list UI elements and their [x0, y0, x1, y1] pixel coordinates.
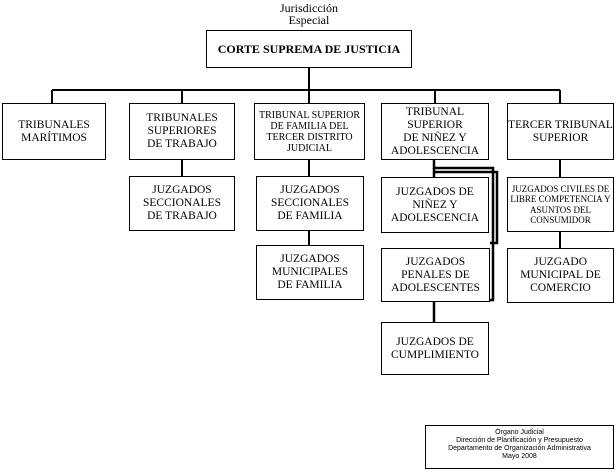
corte-suprema-label: CORTE SUPREMA DE JUSTICIA: [217, 41, 401, 56]
box-line: JUDICIAL: [287, 142, 332, 154]
box-line: SUPERIOR: [532, 131, 589, 144]
box-line: DE TRABAJO: [147, 138, 217, 150]
box-line: MUNICIPALES: [271, 266, 349, 278]
box-line: DE FAMILIA: [277, 279, 343, 291]
box-line: MARÍTIMOS: [21, 131, 87, 144]
box-line: ADOLESCENCIA: [390, 144, 480, 157]
box-line: TERCER TRIBUNAL: [508, 118, 613, 131]
tribunal-superior-familia-box: TRIBUNAL SUPERIOR DE FAMILIA DEL TERCER …: [254, 103, 365, 160]
footer-line: Mayo 2008: [502, 453, 537, 460]
box-line: TRIBUNAL SUPERIOR: [258, 109, 361, 121]
box-line: CUMPLIMIENTO: [391, 348, 479, 361]
box-line: JUZGADOS: [280, 253, 340, 265]
box-line: ASUNTOS DEL: [529, 204, 592, 215]
connector-col4-outer: [432, 160, 495, 322]
box-line: NIÑEZ Y: [412, 198, 458, 211]
box-line: TRIBUNALES: [18, 118, 90, 131]
box-line: DE FAMILIA: [277, 210, 343, 222]
box-line: CONSUMIDOR: [530, 215, 591, 225]
box-line: TRIBUNAL: [405, 105, 465, 118]
box-line: SUPERIOR: [407, 118, 463, 131]
box-line: JUZGADOS CIVILES DE: [511, 183, 610, 194]
juzgados-ninez-adolescencia-box: JUZGADOS DE NIÑEZ Y ADOLESCENCIA: [381, 177, 489, 233]
juzgados-seccionales-trabajo-box: JUZGADOS SECCIONALES DE TRABAJO: [129, 176, 235, 231]
footer-line: Dirección de Planificación y Presupuesto: [456, 437, 583, 444]
juzgados-seccionales-familia-box: JUZGADOS SECCIONALES DE FAMILIA: [256, 176, 364, 231]
box-line: SECCIONALES: [143, 197, 221, 209]
box-line: TRIBUNALES: [146, 112, 218, 124]
jurisdiction-label-line2: Especial: [288, 13, 330, 27]
box-line: JUZGADO: [533, 256, 588, 268]
jurisdiction-label: Jurisdicción Especial: [262, 2, 356, 26]
juzgado-municipal-comercio-box: JUZGADO MUNICIPAL DE COMERCIO: [507, 248, 614, 303]
box-line: DE TRABAJO: [147, 210, 217, 222]
juzgados-civiles-box: JUZGADOS CIVILES DE LIBRE COMPETENCIA Y …: [507, 177, 614, 232]
tribunal-superior-ninez-box: TRIBUNAL SUPERIOR DE NIÑEZ Y ADOLESCENCI…: [381, 103, 489, 160]
box-line: ADOLESCENCIA: [390, 211, 480, 224]
box-line: PENALES DE: [401, 268, 470, 281]
footer-line: Departamento de Organización Administrat…: [448, 445, 591, 452]
juzgados-penales-adolescentes-box: JUZGADOS PENALES DE ADOLESCENTES: [381, 248, 490, 302]
juzgados-cumplimiento-box: JUZGADOS DE CUMPLIMIENTO: [381, 322, 489, 375]
box-line: DE FAMILIA DEL: [270, 120, 349, 132]
footer-line: Órgano Judicial: [495, 429, 544, 436]
box-line: SUPERIORES: [147, 125, 217, 137]
box-line: MUNICIPAL DE: [520, 269, 601, 281]
corte-suprema-box: CORTE SUPREMA DE JUSTICIA: [206, 30, 412, 68]
juzgados-municipales-familia-box: JUZGADOS MUNICIPALES DE FAMILIA: [256, 245, 364, 300]
box-line: JUZGADOS: [280, 184, 340, 196]
box-line: JUZGADOS: [152, 184, 212, 196]
box-line: SECCIONALES: [271, 197, 349, 209]
box-line: DE NIÑEZ Y: [403, 131, 467, 144]
box-line: JUZGADOS DE: [396, 185, 474, 198]
box-line: COMERCIO: [530, 282, 591, 294]
box-line: LIBRE COMPETENCIA Y: [510, 194, 611, 204]
tercer-tribunal-superior-box: TERCER TRIBUNAL SUPERIOR: [507, 103, 614, 160]
box-line: JUZGADOS: [405, 255, 466, 268]
jurisdiction-label-line1: Jurisdicción: [280, 1, 338, 15]
box-line: TERCER DISTRITO: [266, 131, 353, 143]
tribunales-superiores-trabajo-box: TRIBUNALES SUPERIORES DE TRABAJO: [129, 103, 235, 160]
tribunales-maritimos-box: TRIBUNALES MARÍTIMOS: [2, 103, 106, 160]
footer-credit-box: Órgano Judicial Dirección de Planificaci…: [425, 425, 614, 469]
box-line: JUZGADOS DE: [396, 335, 474, 348]
connector-col4-inner: [434, 170, 499, 245]
box-line: ADOLESCENTES: [391, 281, 480, 294]
